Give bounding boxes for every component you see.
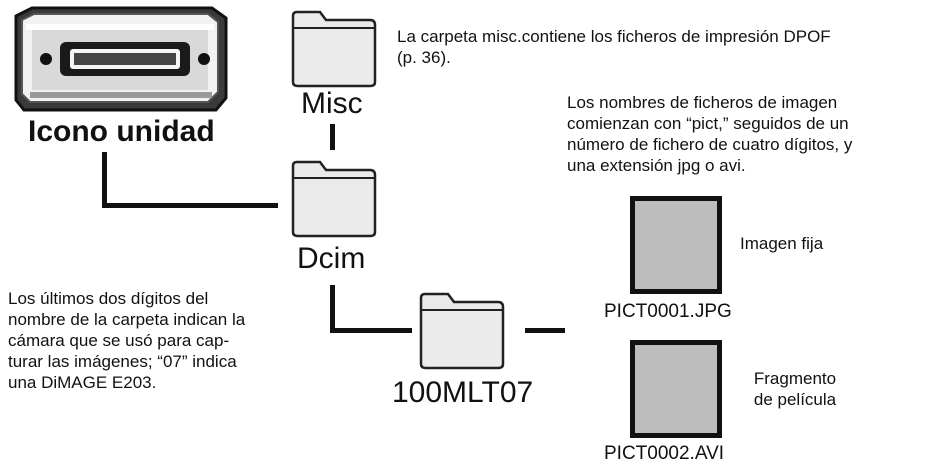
file-names-note: Los nombres de ficheros de imagen comien… (567, 92, 942, 176)
movie-file-type: Fragmento de película (740, 368, 850, 410)
folder-digits-note-line: una DiMAGE E203. (8, 373, 157, 392)
dcim-folder-label: Dcim (297, 242, 366, 275)
folder-digits-note-line: Los últimos dos dígitos del (8, 289, 209, 308)
file-names-note-line: número de fichero de cuatro dígitos, y (567, 135, 853, 154)
misc-note-line: La carpeta misc.contiene los ficheros de… (397, 27, 831, 46)
folder-digits-note: Los últimos dos dígitos del nombre de la… (8, 288, 308, 393)
misc-note-line: (p. 36). (397, 48, 451, 67)
file-names-note-line: comienzan con “pict,” seguidos de un (567, 114, 849, 133)
file-names-note-line: Los nombres de ficheros de imagen (567, 93, 838, 112)
connector-dcim-vertical (330, 285, 335, 333)
misc-folder-label: Misc (301, 87, 363, 120)
image-file-type: Imagen fija (740, 234, 824, 253)
movie-file-type-line: Fragmento (753, 369, 837, 388)
folder-digits-note-line: nombre de la carpeta indican la (8, 310, 246, 329)
drive-label: Icono unidad (28, 115, 215, 148)
image-file-name: PICT0001.JPG (604, 301, 732, 322)
connector-drive-horizontal (102, 203, 278, 208)
misc-note: La carpeta misc.contiene los ficheros de… (397, 26, 942, 68)
subfolder-label: 100MLT07 (392, 376, 534, 409)
drive-icon (12, 6, 230, 114)
connector-drive-vertical (102, 152, 107, 208)
connector-dcim-horizontal (330, 328, 412, 333)
subfolder-icon (418, 290, 506, 370)
movie-file-type-line: de película (753, 390, 837, 409)
connector-misc-dcim (330, 124, 335, 150)
file-names-note-line: una extensión jpg o avi. (567, 156, 746, 175)
movie-file-name: PICT0002.AVI (604, 443, 725, 464)
dcim-folder-icon (290, 158, 378, 238)
image-file-icon (630, 196, 722, 294)
folder-digits-note-line: cámara que se usó para cap- (8, 331, 230, 350)
misc-folder-icon (290, 8, 378, 88)
connector-sub-files (525, 328, 565, 333)
movie-file-icon (630, 340, 722, 438)
folder-digits-note-line: turar las imágenes; “07” indica (8, 352, 237, 371)
